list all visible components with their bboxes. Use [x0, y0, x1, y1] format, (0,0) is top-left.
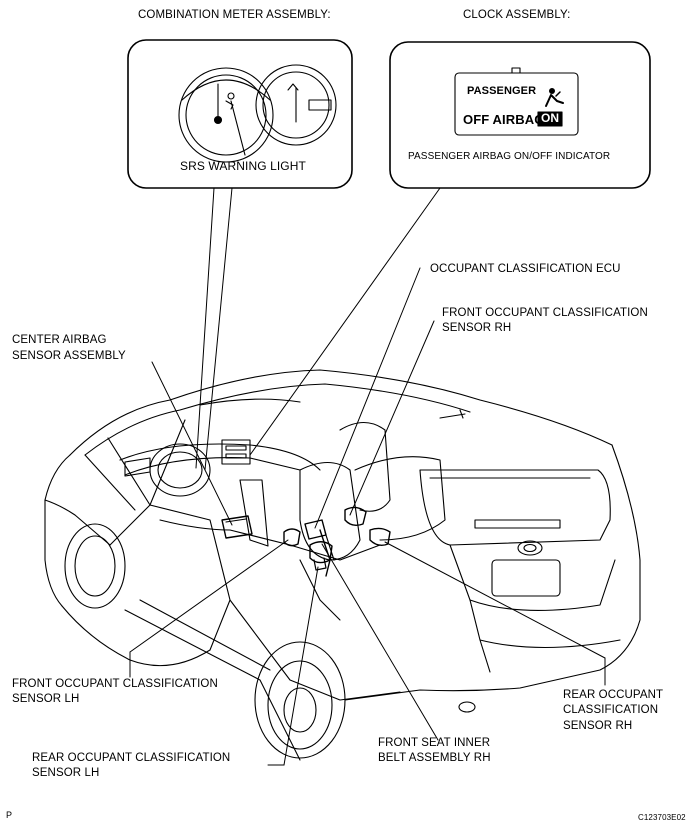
vehicle-body: [44, 369, 641, 761]
leader-lines: [129, 187, 606, 766]
srs-warning-light-label: SRS WARNING LIGHT: [180, 159, 306, 173]
center-airbag-label-line1: CENTER AIRBAG: [12, 334, 107, 346]
rear-sensor-lh-label-line1: REAR OCCUPANT CLASSIFICATION: [32, 752, 231, 764]
rear-sensor-rh-label-line1: REAR OCCUPANT: [563, 689, 664, 701]
seat-belt-rh-label-line1: FRONT SEAT INNER: [378, 737, 491, 749]
center-airbag-sensor: [221, 515, 253, 539]
occupant-ecu: [304, 519, 327, 540]
front-sensor-rh: [344, 506, 367, 527]
occupant-ecu-label: OCCUPANT CLASSIFICATION ECU: [430, 263, 621, 275]
rear-sensor-lh-label-line2: SENSOR LH: [32, 767, 100, 779]
front-sensor-rh-label-line1: FRONT OCCUPANT CLASSIFICATION: [442, 307, 648, 319]
footer-left-code: P: [6, 810, 13, 820]
front-sensor-lh-label-line2: SENSOR LH: [12, 693, 80, 705]
display-on-text: ON: [541, 111, 560, 125]
clock-assembly-heading: CLOCK ASSEMBLY:: [463, 9, 571, 21]
combination-meter-heading: COMBINATION METER ASSEMBLY:: [138, 9, 331, 21]
front-sensor-rh-label-line2: SENSOR RH: [442, 322, 512, 334]
rear-sensor-rh-label-line3: SENSOR RH: [563, 720, 633, 732]
srs-warning-icon: [225, 92, 235, 110]
rear-sensor-rh: [369, 527, 391, 547]
center-airbag-label-line2: SENSOR ASSEMBLY: [12, 350, 126, 362]
seat-belt-rh: [319, 529, 335, 577]
seat-belt-rh-label-line2: BELT ASSEMBLY RH: [378, 752, 491, 764]
display-passenger-text: PASSENGER: [467, 85, 537, 97]
rear-sensor-rh-label-line2: CLASSIFICATION: [563, 704, 659, 716]
clock-inset: [389, 41, 651, 189]
indicator-caption: PASSENGER AIRBAG ON/OFF INDICATOR: [408, 151, 611, 162]
front-sensor-lh-label-line1: FRONT OCCUPANT CLASSIFICATION: [12, 678, 218, 690]
passenger-seat-icon: [545, 88, 564, 107]
combination-meter-inset: [127, 39, 353, 189]
figure-code: C123703E02: [638, 813, 686, 822]
display-off-airbag-text: OFF AIRBAG: [463, 112, 545, 127]
front-sensor-lh: [283, 528, 301, 547]
